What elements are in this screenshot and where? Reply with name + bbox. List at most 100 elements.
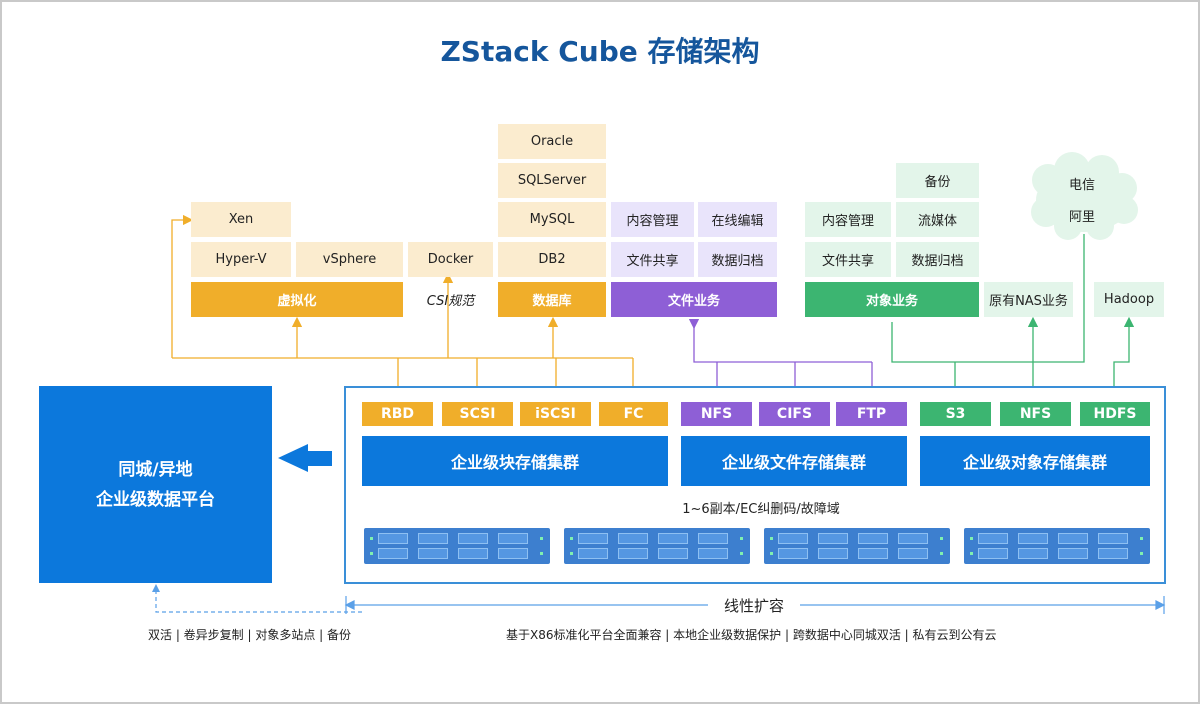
- object-business-label: 对象业务: [805, 282, 979, 317]
- protocol-nfs-object: NFS: [1000, 402, 1071, 426]
- dr-platform-line2: 企业级数据平台: [96, 489, 215, 510]
- server-bay: [818, 533, 848, 544]
- server-bay: [1058, 533, 1088, 544]
- db-item-mysql: MySQL: [498, 202, 606, 237]
- block-storage-cluster: 企业级块存储集群: [362, 436, 668, 486]
- server-unit-icon: [364, 528, 550, 564]
- cloud-item-telecom: 电信: [1068, 178, 1095, 193]
- scale-line: [344, 596, 1166, 614]
- virt-item-vsphere: vSphere: [296, 242, 403, 277]
- server-led: [740, 552, 743, 555]
- server-led: [940, 537, 943, 540]
- protocol-scsi: SCSI: [442, 402, 513, 426]
- server-led: [940, 552, 943, 555]
- server-bay: [1098, 548, 1128, 559]
- nas-label: 原有NAS业务: [984, 282, 1073, 317]
- file-item-content: 内容管理: [611, 202, 694, 237]
- file-storage-cluster: 企业级文件存储集群: [681, 436, 907, 486]
- footer-left-caption: 双活 | 卷异步复制 | 对象多站点 | 备份: [148, 628, 352, 642]
- file-item-archive: 数据归档: [698, 242, 777, 277]
- server-led: [740, 537, 743, 540]
- server-led: [970, 552, 973, 555]
- server-bay: [818, 548, 848, 559]
- obj-item-archive: 数据归档: [896, 242, 979, 277]
- virt-item-xen: Xen: [191, 202, 291, 237]
- virtualization-label: 虚拟化: [191, 282, 403, 317]
- dr-dashed-line: [152, 584, 362, 613]
- db-item-sqlserver: SQLServer: [498, 163, 606, 198]
- file-business-label: 文件业务: [611, 282, 777, 317]
- object-connectors: [891, 234, 1135, 404]
- server-bay: [1018, 533, 1048, 544]
- server-bay: [418, 533, 448, 544]
- database-label: 数据库: [498, 282, 606, 317]
- server-bay: [698, 533, 728, 544]
- server-led: [1140, 552, 1143, 555]
- obj-item-share: 文件共享: [805, 242, 891, 277]
- server-bay: [498, 548, 528, 559]
- server-led: [1140, 537, 1143, 540]
- dr-platform-box: 同城/异地 企业级数据平台: [39, 386, 272, 583]
- server-unit-icon: [764, 528, 950, 564]
- server-bay: [578, 533, 608, 544]
- redundancy-caption: 1~6副本/EC纠删码/故障域: [682, 502, 840, 517]
- server-bay: [1058, 548, 1088, 559]
- protocol-rbd: RBD: [362, 402, 433, 426]
- server-led: [770, 552, 773, 555]
- server-led: [970, 537, 973, 540]
- footer-right-caption: 基于X86标准化平台全面兼容 | 本地企业级数据保护 | 跨数据中心同城双活 |…: [506, 628, 997, 642]
- server-led: [370, 537, 373, 540]
- server-bay: [618, 533, 648, 544]
- protocol-hdfs: HDFS: [1080, 402, 1150, 426]
- server-unit-icon: [564, 528, 750, 564]
- scale-caption: 线性扩容: [723, 597, 784, 615]
- server-bay: [978, 548, 1008, 559]
- server-bay: [658, 548, 688, 559]
- server-bay: [1018, 548, 1048, 559]
- obj-item-content: 内容管理: [805, 202, 891, 237]
- server-led: [570, 552, 573, 555]
- server-led: [540, 537, 543, 540]
- server-bay: [778, 548, 808, 559]
- protocol-iscsi: iSCSI: [520, 402, 591, 426]
- server-bay: [618, 548, 648, 559]
- server-bay: [658, 533, 688, 544]
- csi-caption: CSI规范: [426, 294, 475, 309]
- server-bay: [978, 533, 1008, 544]
- server-bay: [898, 533, 928, 544]
- protocol-fc: FC: [599, 402, 668, 426]
- cloud-item-ali: 阿里: [1068, 210, 1095, 225]
- protocol-nfs-file: NFS: [681, 402, 752, 426]
- server-led: [370, 552, 373, 555]
- block-connectors: [171, 214, 639, 404]
- dr-platform-line1: 同城/异地: [118, 459, 193, 480]
- server-bay: [458, 533, 488, 544]
- server-bay: [778, 533, 808, 544]
- file-item-online-edit: 在线编辑: [698, 202, 777, 237]
- object-storage-cluster: 企业级对象存储集群: [920, 436, 1150, 486]
- server-bay: [698, 548, 728, 559]
- server-bay: [378, 533, 408, 544]
- server-bay: [898, 548, 928, 559]
- server-bay: [418, 548, 448, 559]
- server-bay: [378, 548, 408, 559]
- virt-item-hyperv: Hyper-V: [191, 242, 291, 277]
- db-item-oracle: Oracle: [498, 124, 606, 159]
- server-led: [770, 537, 773, 540]
- server-bay: [858, 533, 888, 544]
- server-bay: [1098, 533, 1128, 544]
- db-item-db2: DB2: [498, 242, 606, 277]
- hadoop-label: Hadoop: [1094, 282, 1164, 317]
- protocol-s3: S3: [920, 402, 991, 426]
- container-docker: Docker: [408, 242, 493, 277]
- file-item-share: 文件共享: [611, 242, 694, 277]
- server-bay: [858, 548, 888, 559]
- server-led: [570, 537, 573, 540]
- obj-item-streaming: 流媒体: [896, 202, 979, 237]
- server-unit-icon: [964, 528, 1150, 564]
- protocol-cifs: CIFS: [759, 402, 830, 426]
- server-bay: [498, 533, 528, 544]
- server-bay: [578, 548, 608, 559]
